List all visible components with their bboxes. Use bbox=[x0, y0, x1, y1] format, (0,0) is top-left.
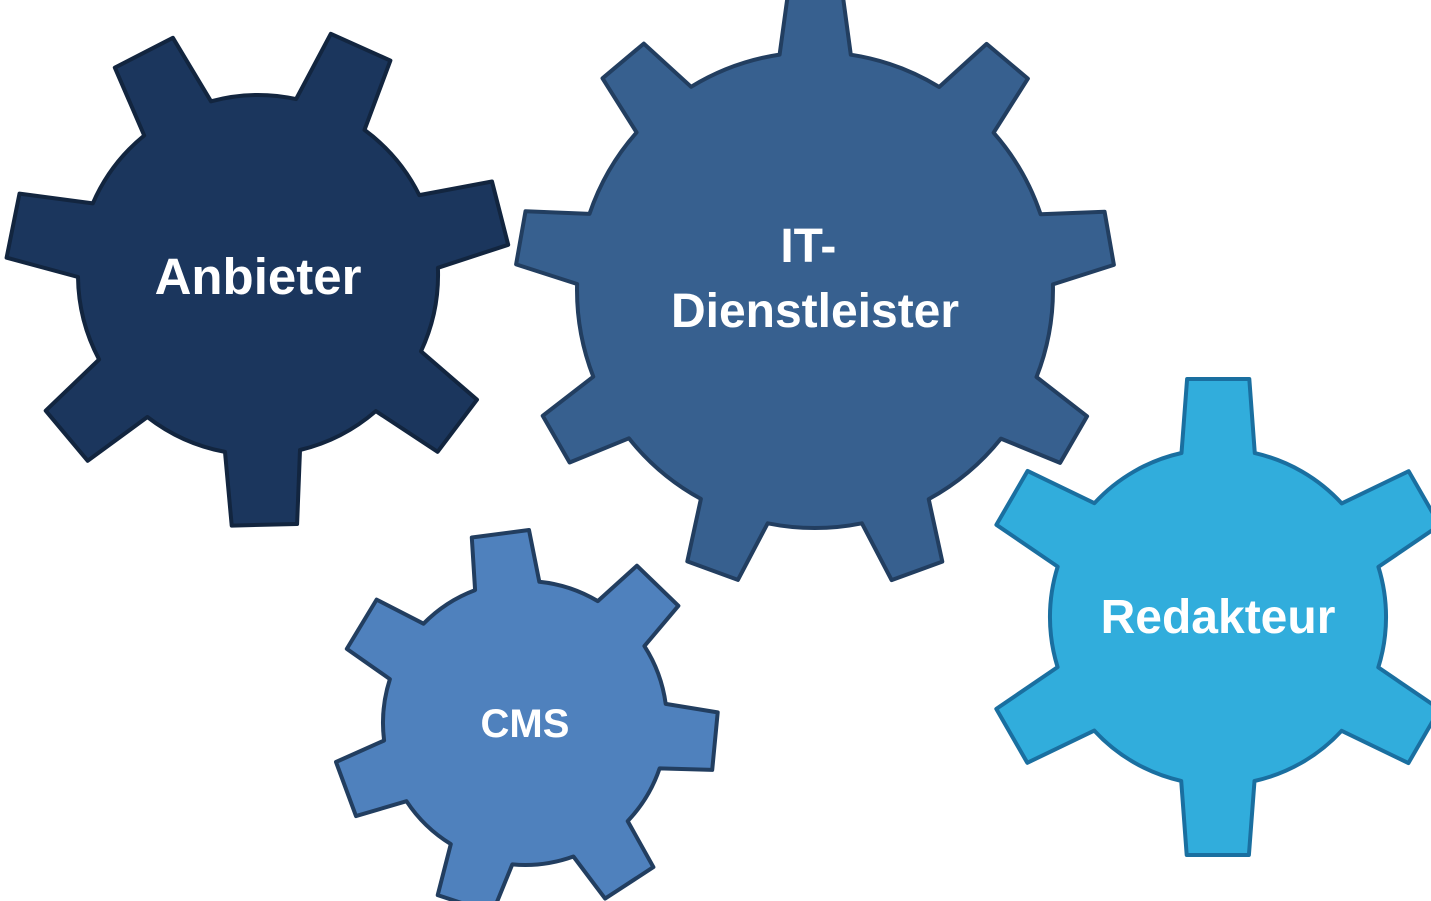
gear-anbieter-shape bbox=[4, 31, 511, 528]
gear-it-dienstleister-label-line-2: Dienstleister bbox=[671, 285, 959, 338]
gear-cms-label-line-1: CMS bbox=[481, 702, 570, 746]
gear-cms: CMS bbox=[334, 528, 720, 901]
gear-it-dienstleister-label: IT- Dienstleister bbox=[671, 220, 959, 338]
gear-anbieter: Anbieter bbox=[4, 31, 511, 528]
gear-it-dienstleister-shape bbox=[514, 0, 1116, 583]
gear-it-dienstleister: IT- Dienstleister bbox=[514, 0, 1116, 583]
gear-redakteur-label: Redakteur bbox=[1101, 591, 1336, 644]
gear-redakteur-shape bbox=[994, 377, 1431, 857]
gear-anbieter-label: Anbieter bbox=[155, 248, 362, 305]
gear-redakteur-label-line-1: Redakteur bbox=[1101, 591, 1336, 644]
gear-cms-shape bbox=[334, 528, 720, 901]
gear-redakteur: Redakteur bbox=[994, 377, 1431, 857]
gear-cms-label: CMS bbox=[481, 702, 570, 746]
gear-it-dienstleister-label-line-1: IT- bbox=[780, 220, 836, 273]
gear-anbieter-label-line-1: Anbieter bbox=[155, 248, 362, 305]
